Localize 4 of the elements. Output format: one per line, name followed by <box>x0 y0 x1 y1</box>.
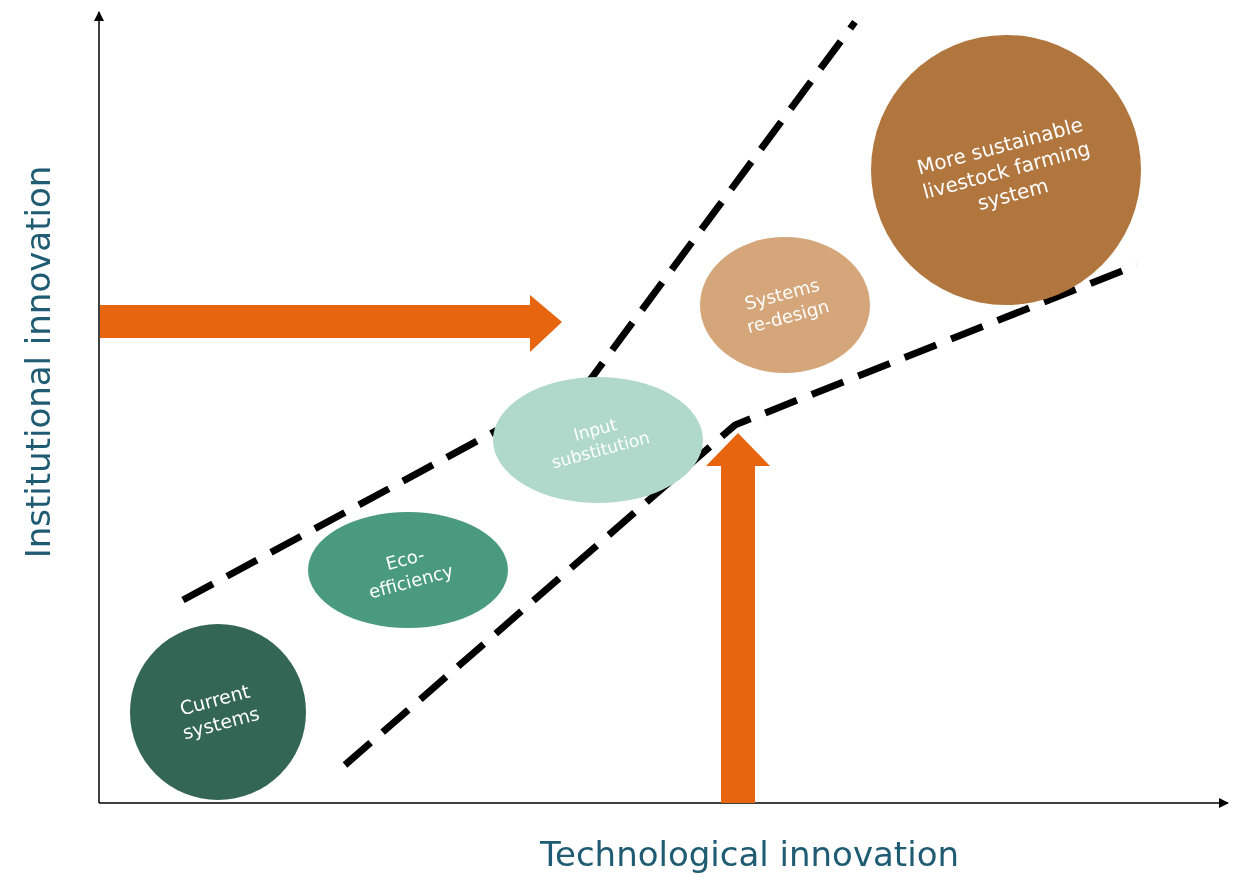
x-axis-title: Technological innovation <box>540 834 959 874</box>
node-label: Current systems <box>176 678 263 746</box>
node-label: Systems re-design <box>741 272 833 339</box>
y-axis-title: Institutional innovation <box>17 165 58 559</box>
